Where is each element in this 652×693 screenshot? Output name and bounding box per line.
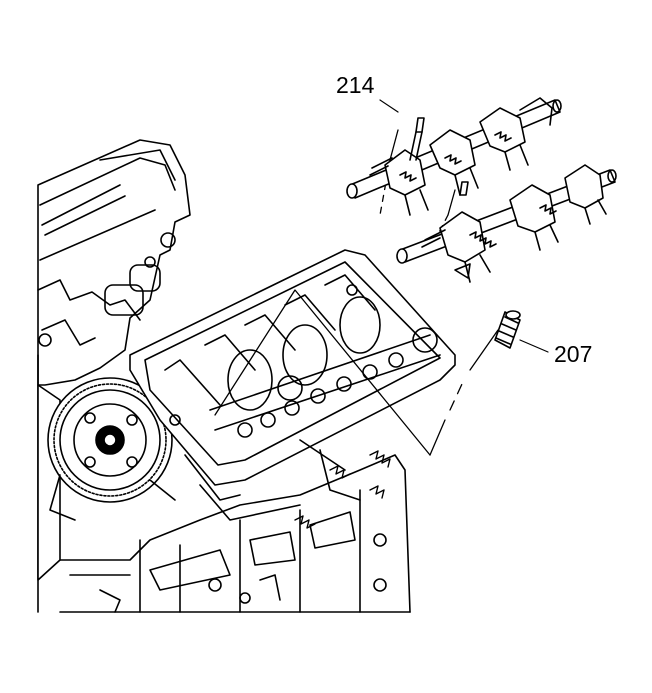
timing-sprocket [48,378,175,520]
cylinder-head [130,250,455,520]
callout-207: 207 [554,341,593,367]
guide-lines [215,130,498,455]
callout-leaders [380,100,548,352]
rocker-bolts [410,118,468,195]
callout-214: 214 [336,72,375,98]
rocker-shaft-upper [347,98,561,215]
lifter-spring [495,311,520,348]
lower-block [38,385,410,612]
head-springs [295,451,390,528]
rocker-shaft-lower [397,165,616,282]
